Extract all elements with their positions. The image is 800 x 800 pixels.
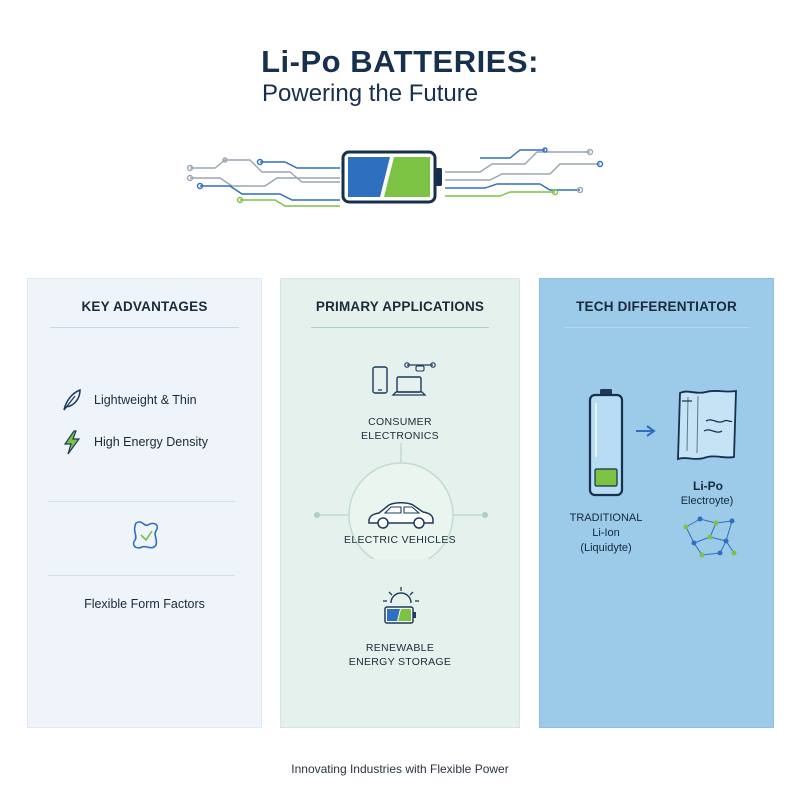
advantage-label: High Energy Density — [94, 435, 208, 449]
circuit-traces-right-icon — [445, 147, 604, 197]
consumer-electronics-label: CONSUMER ELECTRONICS — [361, 416, 439, 442]
primary-applications-panel: PRIMARY APPLICATIONS CONSUMER ELECTRONIC… — [280, 278, 520, 728]
key-advantages-panel: KEY ADVANTAGES Lightweight & Thin High E… — [27, 278, 262, 728]
pouch-cell-icon — [677, 389, 737, 461]
electric-vehicles-label: ELECTRIC VEHICLES — [344, 534, 456, 546]
advantage-energy-density: High Energy Density — [60, 429, 208, 455]
renewable-energy-storage-label: RENEWABLE ENERGY STORAGE — [348, 642, 452, 668]
flexible-shape-icon — [132, 521, 159, 549]
car-icon — [368, 502, 434, 529]
footer-tagline: Innovating Industries with Flexible Powe… — [291, 762, 509, 776]
tech-differentiator-panel: TECH DIFFERENTIATOR TRADITIONAL Li-Ion (… — [539, 278, 774, 728]
solar-battery-icon — [383, 587, 419, 624]
flexible-form-factors-label: Flexible Form Factors — [84, 597, 205, 611]
battery-circuit-hero — [186, 147, 604, 207]
advantage-label: Lightweight & Thin — [94, 393, 197, 407]
divider — [50, 327, 239, 328]
circuit-traces-left-icon — [186, 157, 340, 207]
arrow-right-icon — [636, 425, 656, 437]
battery-icon — [341, 150, 442, 204]
devices-icon — [372, 362, 436, 396]
traditional-li-ion-label: TRADITIONAL Li-Ion (Liquidyte) — [569, 512, 643, 554]
cylinder-battery-icon — [588, 389, 624, 497]
divider — [48, 575, 235, 576]
feather-icon — [63, 388, 81, 411]
advantage-lightweight: Lightweight & Thin — [60, 387, 197, 413]
divider — [311, 327, 489, 328]
polymer-network-icon — [683, 516, 737, 558]
primary-applications-heading: PRIMARY APPLICATIONS — [315, 299, 485, 314]
page-title: Li-Po BATTERIES: — [261, 44, 539, 79]
tech-differentiator-heading: TECH DIFFERENTIATOR — [576, 299, 737, 314]
lipo-electrolyte-label: Electroyte) — [680, 495, 734, 507]
page-subtitle: Powering the Future — [262, 80, 479, 107]
divider — [48, 501, 235, 502]
lipo-label: Li-Po — [693, 479, 723, 493]
key-advantages-heading: KEY ADVANTAGES — [81, 299, 208, 314]
lightning-icon — [63, 430, 81, 455]
divider — [564, 327, 749, 328]
